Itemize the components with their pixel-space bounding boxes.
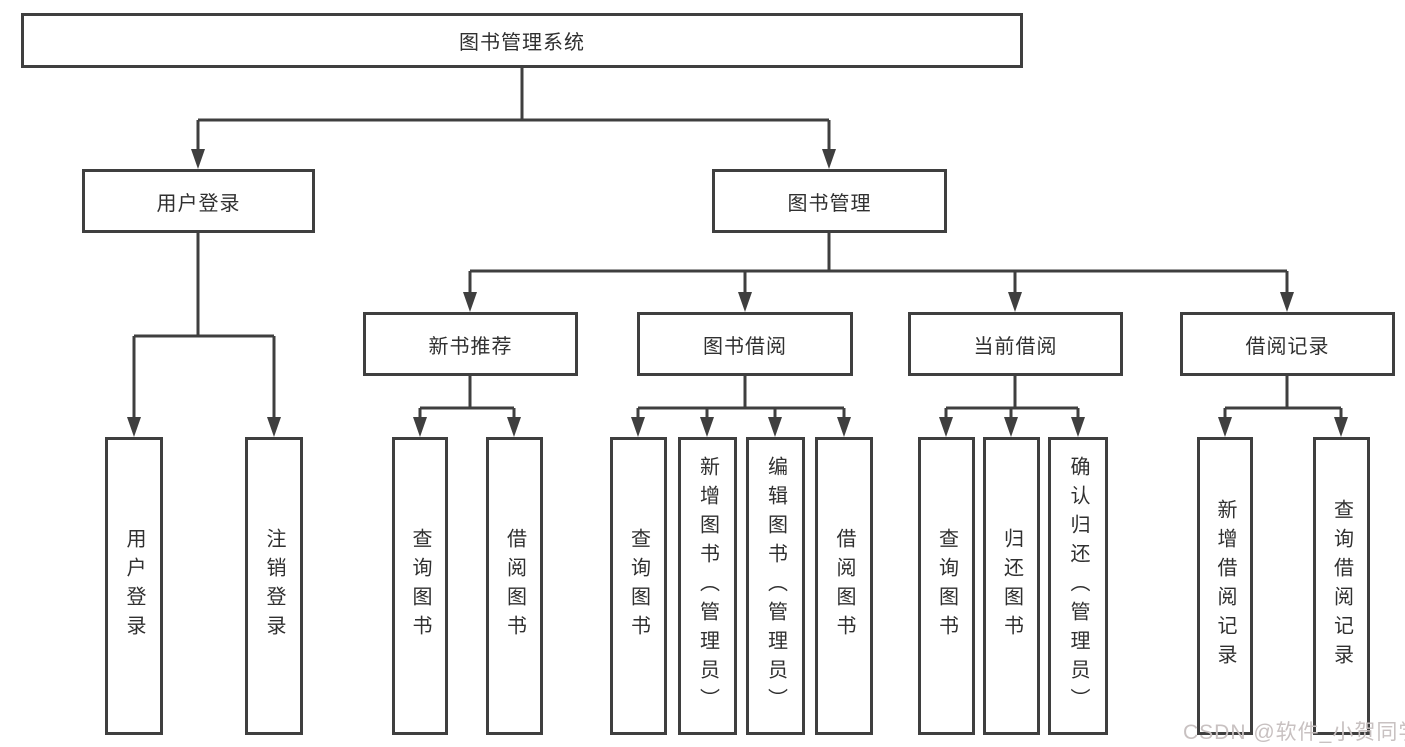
node-current-borrowing-label: 当前借阅 xyxy=(973,335,1058,358)
node-new-book-recommendation: 新书推荐 xyxy=(363,312,578,376)
leaf-edit-books-admin-label: 编辑图书（管理员） xyxy=(764,455,787,717)
connector-bookborrow-to-leaves xyxy=(636,376,846,420)
arrow-down-icon xyxy=(413,417,427,437)
leaf-user-login: 用户登录 xyxy=(105,437,163,735)
node-root-label: 图书管理系统 xyxy=(459,32,585,54)
arrow-down-icon xyxy=(738,292,752,312)
connector-root-to-level2 xyxy=(196,68,831,152)
node-root: 图书管理系统 xyxy=(21,13,1023,68)
arrow-down-icon xyxy=(1280,292,1294,312)
arrow-down-icon xyxy=(1004,417,1018,437)
leaf-return-books-label: 归还图书 xyxy=(1000,528,1023,644)
arrow-down-icon xyxy=(1218,417,1232,437)
leaf-borrow-books-newbook: 借阅图书 xyxy=(486,437,543,735)
leaf-add-borrow-record: 新增借阅记录 xyxy=(1197,437,1253,735)
arrow-down-icon xyxy=(191,149,205,169)
node-new-book-recommendation-label: 新书推荐 xyxy=(428,335,513,358)
leaf-edit-books-admin: 编辑图书（管理员） xyxy=(746,437,805,735)
arrow-down-icon xyxy=(1071,417,1085,437)
arrow-down-icon xyxy=(822,149,836,169)
node-current-borrowing: 当前借阅 xyxy=(908,312,1123,376)
leaf-add-books-admin: 新增图书（管理员） xyxy=(678,437,737,735)
arrow-down-icon xyxy=(837,417,851,437)
leaf-borrow-books-label: 借阅图书 xyxy=(833,528,855,644)
node-book-borrowing-label: 图书借阅 xyxy=(703,335,787,358)
arrow-down-icon xyxy=(939,417,953,437)
arrow-down-icon xyxy=(463,292,477,312)
leaf-user-login-label: 用户登录 xyxy=(123,528,145,644)
node-borrowing-records-label: 借阅记录 xyxy=(1245,335,1330,358)
leaf-confirm-return-admin-label: 确认归还（管理员） xyxy=(1067,455,1089,717)
leaf-logout-label: 注销登录 xyxy=(263,528,285,644)
leaf-borrow-books: 借阅图书 xyxy=(815,437,873,735)
connector-currentborrow-to-leaves xyxy=(944,376,1080,420)
node-book-borrowing: 图书借阅 xyxy=(637,312,853,376)
leaf-confirm-return-admin: 确认归还（管理员） xyxy=(1048,437,1108,735)
connector-bookmgmt-to-level3 xyxy=(468,233,1289,295)
leaf-add-books-admin-label: 新增图书（管理员） xyxy=(696,455,719,717)
leaf-query-books-borrowing-label: 查询图书 xyxy=(627,528,650,644)
leaf-query-borrow-record-label: 查询借阅记录 xyxy=(1330,499,1353,673)
arrow-down-icon xyxy=(1008,292,1022,312)
leaf-return-books: 归还图书 xyxy=(983,437,1040,735)
arrow-down-icon xyxy=(768,417,782,437)
leaf-query-borrow-record: 查询借阅记录 xyxy=(1313,437,1370,735)
node-user-login-label: 用户登录 xyxy=(156,192,241,215)
arrow-down-icon xyxy=(267,417,281,437)
node-borrowing-records: 借阅记录 xyxy=(1180,312,1395,376)
node-book-management-label: 图书管理 xyxy=(787,192,872,215)
leaf-query-books-newbook: 查询图书 xyxy=(392,437,448,735)
node-user-login: 用户登录 xyxy=(82,169,315,233)
arrow-down-icon xyxy=(507,417,521,437)
leaf-add-borrow-record-label: 新增借阅记录 xyxy=(1214,499,1236,673)
arrow-down-icon xyxy=(700,417,714,437)
arrow-down-icon xyxy=(631,417,645,437)
leaf-borrow-books-newbook-label: 借阅图书 xyxy=(503,528,526,644)
connector-borrowrecord-to-leaves xyxy=(1223,376,1343,420)
csdn-watermark: CSDN @软件_小贺同学 xyxy=(1183,721,1405,744)
connector-newbook-to-leaves xyxy=(418,376,516,420)
leaf-query-books-borrowing: 查询图书 xyxy=(610,437,667,735)
leaf-query-books-newbook-label: 查询图书 xyxy=(409,528,431,644)
leaf-logout: 注销登录 xyxy=(245,437,303,735)
arrow-down-icon xyxy=(1334,417,1348,437)
connector-userlogin-to-leaves xyxy=(132,233,276,420)
node-book-management: 图书管理 xyxy=(712,169,947,233)
arrow-down-icon xyxy=(127,417,141,437)
leaf-query-books-current: 查询图书 xyxy=(918,437,975,735)
leaf-query-books-current-label: 查询图书 xyxy=(935,528,958,644)
